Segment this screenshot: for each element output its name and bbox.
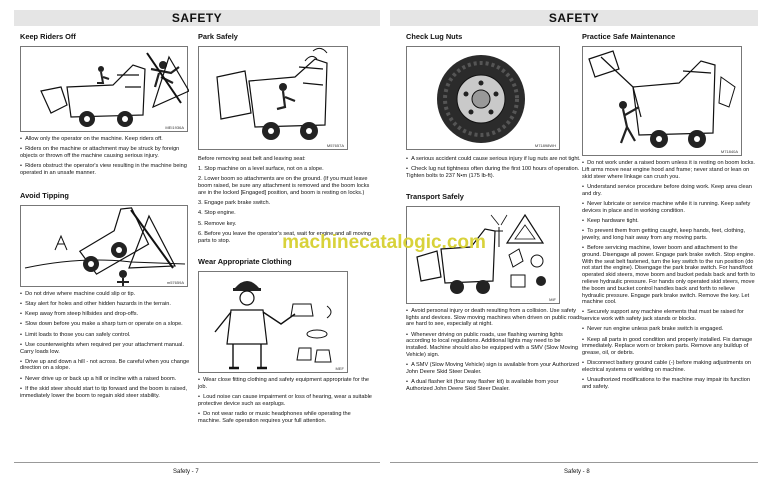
paragraph: Never run engine unless park brake switc… — [582, 326, 758, 333]
step: 3. Engage park brake switch. — [198, 200, 271, 207]
paragraph: A dual flasher kit (four way flasher kit… — [406, 379, 582, 393]
paragraph: Check lug nut tightness often during the… — [406, 166, 582, 180]
left-column-1: Keep Riders Off MEI1936A — [20, 30, 196, 403]
step: 2. Lower boom so attachments are on the … — [198, 176, 370, 196]
paragraph: Unauthorized modifications to the machin… — [582, 377, 758, 391]
paragraph: Drive up and down a hill - not across. B… — [20, 359, 196, 373]
transport-illustration — [416, 213, 546, 294]
step: 4. Stop engine. — [198, 210, 236, 217]
paragraph: Avoid personal injury or death resulting… — [406, 308, 582, 328]
paragraph: Stay alert for holes and other hidden ha… — [20, 301, 196, 308]
paragraph: Securely support any machine elements th… — [582, 309, 758, 323]
park-illustration — [216, 47, 328, 140]
paragraph: Do not drive where machine could slip or… — [20, 291, 196, 298]
paragraph: Whenever driving on public roads, use fl… — [406, 332, 582, 359]
page-footer: Safety - 8 — [564, 469, 590, 475]
figure-code: m57659A — [166, 279, 184, 285]
paragraph: Loud noise can cause impairment or loss … — [198, 394, 374, 408]
figure-code: M57657A — [326, 143, 344, 148]
paragraph: Wear close fitting clothing and safety e… — [198, 377, 374, 391]
figure-lug-nuts: M71898WH — [406, 46, 560, 150]
paragraph: A serious accident could cause serious i… — [406, 156, 582, 163]
figure-code: M71898WH — [534, 143, 556, 148]
riders-illustration — [40, 52, 189, 127]
heading-keep-riders-off: Keep Riders Off — [20, 32, 76, 41]
step: 5. Remove key. — [198, 220, 237, 227]
watermark: machinecatalogic.com — [282, 232, 486, 253]
figure-maintenance: M71840A — [582, 46, 742, 156]
page-footer: Safety - 7 — [173, 469, 199, 475]
paragraph: Allow only the operator on the machine. … — [20, 136, 196, 143]
heading-park-safely: Park Safely — [198, 32, 238, 41]
page-banner: SAFETY — [390, 10, 758, 26]
figure-riders: MEI1936A — [20, 46, 189, 132]
heading-transport-safely: Transport Safely — [406, 191, 464, 201]
clothing-illustration — [214, 281, 332, 370]
step: 6. Before you leave the operator's seat,… — [198, 230, 372, 244]
heading-wear-clothing: Wear Appropriate Clothing — [198, 257, 292, 267]
figure-park: M57657A — [198, 46, 348, 150]
paragraph: Disconnect battery ground cable (-) befo… — [582, 360, 758, 374]
paragraph: Limit loads to those you can safely cont… — [20, 332, 196, 339]
footer-rule — [14, 462, 380, 463]
paragraph: Do not work under a raised boom unless i… — [582, 160, 758, 180]
paragraph: Understand service procedure before doin… — [582, 184, 758, 198]
right-column-1: Check Lug Nuts M71898WH A serious accide… — [406, 30, 582, 396]
paragraph: A SMV (Slow Moving Vehicle) sign is avai… — [406, 362, 582, 376]
paragraph: Before removing seat belt and leaving se… — [198, 156, 306, 162]
page-banner: SAFETY — [14, 10, 380, 26]
heading-check-lug-nuts: Check Lug Nuts — [406, 32, 463, 41]
paragraph: To prevent them from getting caught, kee… — [582, 228, 758, 242]
paragraph: Use counterweights when required per you… — [20, 342, 196, 356]
step: 1. Stop machine on a level surface, not … — [198, 166, 324, 173]
paragraph: Riders obstruct the operator's view resu… — [20, 163, 196, 177]
figure-code: M71840A — [720, 149, 738, 154]
heading-safe-maintenance: Practice Safe Maintenance — [582, 32, 676, 41]
paragraph: Keep away from steep hillsides and drop-… — [20, 311, 196, 318]
figure-code: MIF — [549, 296, 556, 302]
figure-code: MEF — [335, 366, 344, 372]
maintenance-illustration — [588, 50, 736, 148]
right-page: SAFETY Check Lug Nuts M71898WH A serious… — [384, 0, 768, 497]
paragraph: Never lubricate or service machine while… — [582, 201, 758, 215]
left-column-2: Park Safely M57657A Before removing seat… — [198, 30, 374, 428]
right-column-2: Practice Safe Maintenance M71840A Do not — [582, 30, 758, 394]
figure-tipping: m57659A — [20, 204, 188, 287]
paragraph: If the skid steer should start to tip fo… — [20, 386, 196, 400]
paragraph: Keep all parts in good condition and pro… — [582, 337, 758, 357]
paragraph: Before servicing machine, lower boom and… — [582, 245, 758, 306]
figure-clothing: MEF — [198, 271, 348, 374]
tipping-illustration — [24, 207, 186, 286]
footer-rule — [390, 462, 758, 463]
heading-avoid-tipping: Avoid Tipping — [20, 190, 69, 200]
tire-illustration — [437, 55, 525, 143]
left-page: SAFETY Keep Riders Off MEI — [0, 0, 384, 497]
paragraph: Keep hardware tight. — [582, 218, 758, 225]
figure-code: MEI1936A — [165, 125, 184, 130]
paragraph: Slow down before you make a sharp turn o… — [20, 321, 196, 328]
figure-transport: MIF — [406, 205, 560, 304]
paragraph: Do not wear radio or music headphones wh… — [198, 411, 374, 425]
paragraph: Never drive up or back up a hill or incl… — [20, 376, 196, 383]
paragraph: Riders on the machine or attachment may … — [20, 146, 196, 160]
